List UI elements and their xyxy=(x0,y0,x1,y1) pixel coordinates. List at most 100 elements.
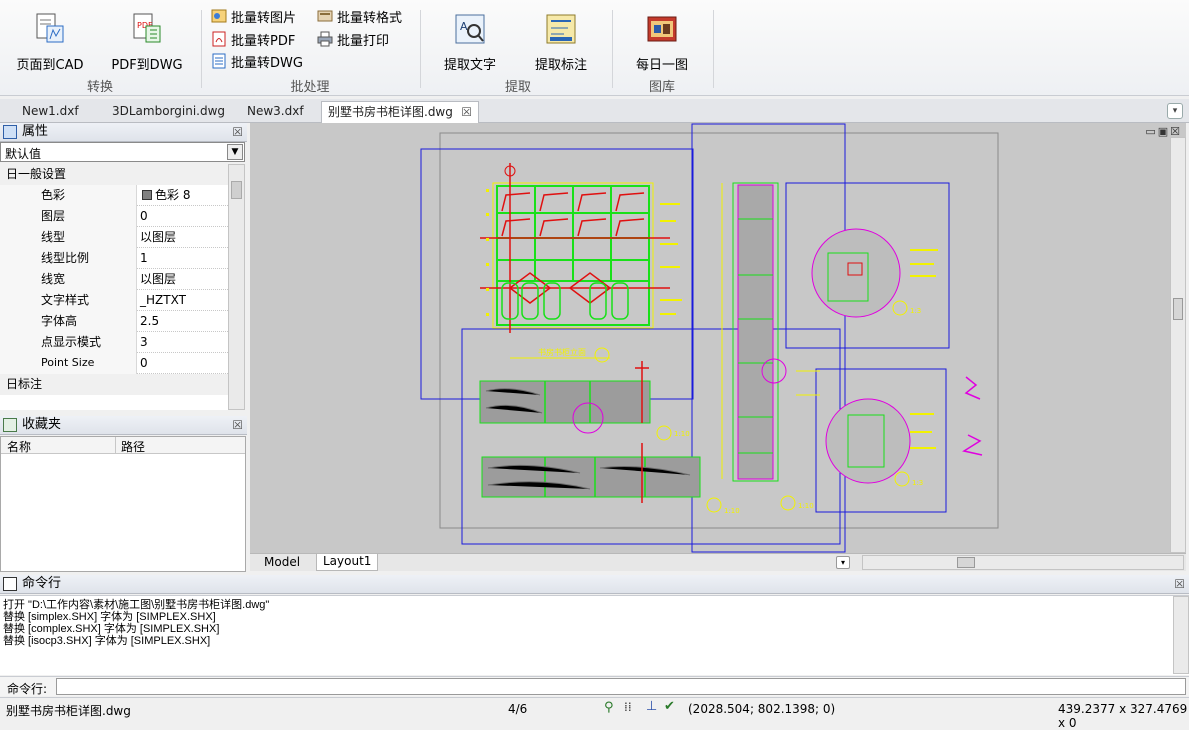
chevron-down-icon[interactable]: ▼ xyxy=(227,144,243,160)
gallery-icon xyxy=(647,16,677,42)
batch-to-format-button[interactable]: 批量转格式 xyxy=(317,6,402,26)
favorites-header-row: 名称 路径 xyxy=(1,437,245,454)
command-line: 替换 [isocp3.SHX] 字体为 [SIMPLEX.SHX] xyxy=(3,635,211,647)
batch-to-pdf-label: 批量转PDF xyxy=(231,33,296,49)
page-frame xyxy=(439,132,999,529)
column-divider xyxy=(115,437,116,454)
command-input-row: 命令行: xyxy=(0,676,1189,696)
batch-print-label: 批量打印 xyxy=(337,33,390,49)
tab-new3[interactable]: New3.dxf xyxy=(247,104,304,118)
batch-to-image-label: 批量转图片 xyxy=(231,10,297,26)
property-row[interactable]: 线型以图层 xyxy=(0,227,228,248)
command-prompt: 命令行: xyxy=(7,682,48,696)
extract-text-icon: A xyxy=(455,14,485,44)
tab-model[interactable]: Model xyxy=(264,555,301,569)
dwg-icon xyxy=(212,53,226,69)
properties-scrollbar[interactable] xyxy=(228,164,245,410)
extract-annotation-icon xyxy=(546,14,576,44)
canvas-vertical-scrollbar[interactable] xyxy=(1170,137,1186,553)
command-title: 命令行 xyxy=(22,576,62,591)
property-row[interactable]: 线宽以图层 xyxy=(0,269,228,290)
favorites-list: 名称 路径 xyxy=(0,436,246,572)
extract-text-button[interactable]: A 提取文字 xyxy=(438,12,502,73)
section-general[interactable]: 日一般设置 xyxy=(0,164,228,185)
printer-icon xyxy=(317,31,333,47)
batch-to-dwg-button[interactable]: 批量转DWG xyxy=(211,51,303,71)
tab-active-drawing[interactable]: 别墅书房书柜详图.dwg ☒ xyxy=(321,101,479,123)
daily-drawing-button[interactable]: 每日一图 xyxy=(630,12,694,73)
properties-dropdown[interactable]: 默认值 ▼ xyxy=(0,142,245,162)
pdf-to-dwg-icon: PDF xyxy=(133,13,161,43)
scale-label: 1:3 xyxy=(912,479,923,487)
osnap-check-icon[interactable]: ✔ xyxy=(664,699,675,714)
status-filename: 别墅书房书柜详图.dwg xyxy=(6,704,131,718)
properties-dropdown-value: 默认值 xyxy=(5,147,42,161)
ribbon-separator xyxy=(713,10,714,88)
scrollbar-thumb[interactable] xyxy=(1173,298,1183,320)
tab-layout1[interactable]: Layout1 xyxy=(316,554,379,571)
viewport-window-controls[interactable]: ▭▣☒ xyxy=(1145,125,1182,138)
status-pages: 4/6 xyxy=(508,702,528,716)
batch-to-image-button[interactable]: 批量转图片 xyxy=(211,6,296,26)
batch-print-button[interactable]: 批量打印 xyxy=(317,29,389,49)
command-close-icon[interactable]: ☒ xyxy=(1174,577,1185,591)
tab-new1[interactable]: New1.dxf xyxy=(22,104,79,118)
extract-annotation-button[interactable]: 提取标注 xyxy=(528,12,594,73)
ribbon-separator xyxy=(420,10,421,88)
ortho-icon[interactable]: ⊥ xyxy=(646,699,658,714)
command-line: 替换 [complex.SHX] 字体为 [SIMPLEX.SHX] xyxy=(3,623,220,635)
command-scrollbar[interactable] xyxy=(1173,596,1189,674)
snap-icon[interactable]: ⚲ xyxy=(604,700,614,715)
properties-icon xyxy=(3,125,17,139)
favorites-icon xyxy=(3,418,17,432)
favorites-panel-header: 收藏夹 ☒ xyxy=(0,416,247,435)
svg-text:A: A xyxy=(460,20,468,33)
pdf-to-dwg-button[interactable]: PDF PDF到DWG xyxy=(108,12,186,73)
page-to-cad-label: 页面到CAD xyxy=(16,58,84,73)
scale-label: 1:10 xyxy=(674,430,690,438)
image-icon xyxy=(211,9,227,23)
format-icon xyxy=(317,10,333,22)
favorites-title: 收藏夹 xyxy=(22,417,62,432)
detail-views xyxy=(811,228,983,484)
scrollbar-thumb[interactable] xyxy=(231,181,242,199)
favorites-close-icon[interactable]: ☒ xyxy=(232,418,243,432)
property-row[interactable]: 文字样式_HZTXT xyxy=(0,290,228,311)
drawing-canvas[interactable]: 书房书柜立面 1:10 1:10 1:10 1:3 1:3 xyxy=(250,123,1186,553)
col-path[interactable]: 路径 xyxy=(121,440,146,454)
command-output: 打开 "D:\工作内容\素材\施工图\别墅书房书柜详图.dwg" 替换 [sim… xyxy=(0,595,1189,675)
layout-tab-bar: Model Layout1 ▾ xyxy=(250,553,1186,571)
bookcase-elevation xyxy=(480,163,682,333)
ribbon-toolbar: 页面到CAD PDF PDF到DWG 转换 批量转图片 批量转格式 批量转PDF… xyxy=(0,0,1189,96)
command-input[interactable] xyxy=(56,678,1186,695)
tab-3dlamborgini[interactable]: 3DLamborgini.dwg xyxy=(112,104,226,118)
grid-icon[interactable]: ⁞⁞ xyxy=(624,700,632,714)
scrollbar-thumb[interactable] xyxy=(957,557,975,568)
section-marker xyxy=(594,347,610,363)
batch-to-pdf-button[interactable]: 批量转PDF xyxy=(211,29,295,49)
layout-chevron-icon[interactable]: ▾ xyxy=(836,556,850,569)
pdf-to-dwg-label: PDF到DWG xyxy=(111,58,183,73)
status-size: 439.2377 x 327.4769 x 0 xyxy=(1058,702,1188,730)
page-to-cad-button[interactable]: 页面到CAD xyxy=(14,12,86,73)
ribbon-separator xyxy=(201,10,202,88)
tab-list-chevron-icon[interactable]: ▾ xyxy=(1167,103,1183,119)
properties-title: 属性 xyxy=(22,124,49,139)
batch-to-format-label: 批量转格式 xyxy=(337,10,403,26)
gallery-group-label: 图库 xyxy=(648,80,675,95)
section-annotation[interactable]: 日标注 xyxy=(0,374,228,395)
command-panel-header: 命令行 ☒ xyxy=(0,575,1189,594)
ribbon-separator xyxy=(612,10,613,88)
tab-close-icon[interactable]: ☒ xyxy=(461,105,472,119)
properties-close-icon[interactable]: ☒ xyxy=(232,125,243,139)
canvas-horizontal-scrollbar[interactable] xyxy=(862,555,1184,570)
property-row[interactable]: 色彩 色彩 8 xyxy=(0,185,228,206)
extract-text-label: 提取文字 xyxy=(443,58,496,73)
col-name[interactable]: 名称 xyxy=(7,440,32,454)
